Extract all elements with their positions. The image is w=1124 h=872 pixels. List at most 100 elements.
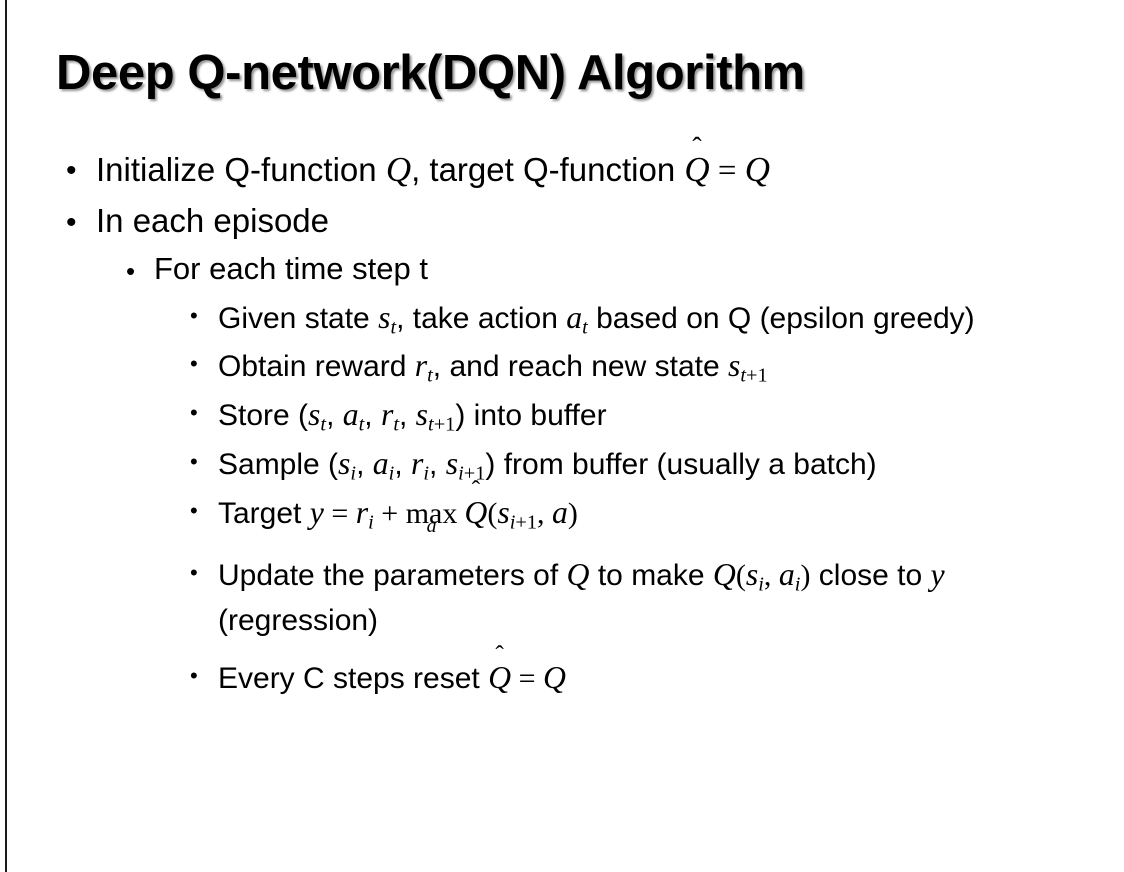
math-r: rt [380,397,399,435]
math-s-subscript: i+1 [458,463,485,485]
math-r: ri [356,495,374,533]
text-fragment: , [356,447,373,481]
bullet-marker-icon: • [66,154,77,187]
bullet-given-state-text: Given state st, take action at based on … [218,295,1124,342]
math-s-base: s [415,397,429,433]
math-a-subscript: i [794,574,801,597]
math-q: Q [566,557,590,593]
math-s-base: s [338,445,351,481]
math-s: st [308,397,326,435]
math-s-base: s [378,299,391,335]
math-s-base: s [745,557,759,593]
text-fragment: Sample ( [218,447,339,481]
bullet-marker-icon: • [190,560,198,586]
math-s-subscript: t+1 [428,414,455,436]
math-a-base: a [566,299,583,335]
bullet-marker-icon: • [190,351,198,377]
bullet-target-equation: • Target y = ri + maxâQ(si+1, a) [0,490,1124,537]
subscript-index: i [458,462,464,485]
subscript-index: i [509,511,516,534]
math-a: ai [779,557,801,595]
math-comma: , [763,559,779,593]
math-s-next: st+1 [727,348,768,386]
bullet-marker-icon: • [66,205,77,239]
text-fragment: , target Q-function [411,151,685,188]
math-s-base: s [308,397,321,433]
math-a-subscript: t [582,316,588,339]
bullet-initialize-text: Initialize Q-function Q, target Q-functi… [96,148,1124,193]
bullet-obtain-reward-text: Obtain reward rt, and reach new state st… [218,343,1124,390]
bullet-update-parameters: • Update the parameters of Q to make Q(s… [0,552,1124,643]
text-fragment: , [394,447,411,481]
math-s-next: si+1 [445,445,486,484]
subscript-index: t [428,413,434,436]
bullet-marker-icon: • [190,448,198,474]
math-s: st [378,299,396,338]
math-q-hat: ̂Q [488,655,511,702]
text-fragment: , take action [396,301,567,335]
math-a: ai [372,445,395,484]
text-fragment: close to [810,559,931,593]
subscript-offset: +1 [746,365,768,388]
text-fragment: Every C steps reset [218,662,489,696]
math-q: Q [385,150,412,189]
math-r-base: r [410,445,424,481]
subscript-offset: +1 [463,462,486,485]
math-r-subscript: i [423,462,430,485]
text-fragment: to make [589,559,713,593]
math-max-label: max [405,496,458,530]
bullet-target-text: Target y = ri + maxâQ(si+1, a) [218,490,1124,537]
bullet-marker-icon: • [190,400,198,426]
math-y: y [309,494,324,530]
text-fragment: ) into buffer [455,399,607,433]
math-q-2: Q [712,557,736,593]
math-a-base: a [342,397,359,433]
math-s: si [338,445,356,484]
bullet-reset-target: • Every C steps reset ̂Q = Q [0,655,1124,702]
math-q: Q [542,660,566,696]
subscript-index: t [740,365,747,388]
math-r-subscript: t [393,413,399,436]
text-fragment: Target [218,496,310,530]
text-fragment: , [399,399,416,433]
math-r-subscript: t [427,365,433,388]
math-a-subscript: i [388,462,395,485]
text-fragment: , [364,399,381,433]
bullet-sample-batch: • Sample (si, ai, ri, si+1) from buffer … [0,441,1124,488]
math-a-subscript: t [358,413,365,436]
math-q-2: Q [744,150,771,189]
bullet-in-each-episode: • In each episode [0,200,1124,242]
math-a-base: a [372,445,389,481]
bullet-list: • Initialize Q-function Q, target Q-func… [0,148,1124,704]
math-s: si [745,557,764,595]
math-r: ri [410,445,429,484]
math-q-hat: ̂Q [684,148,709,193]
bullet-marker-icon: • [190,497,198,523]
text-fragment: Given state [218,301,379,335]
math-r-base: r [380,397,394,433]
text-fragment: , [326,399,343,433]
slide-left-border [5,0,7,872]
text-fragment: , and reach new state [432,350,728,384]
math-s-subscript: i+1 [510,511,537,533]
math-a: at [342,397,365,435]
math-s-base: s [727,348,741,384]
text-fragment: Obtain reward [218,350,415,384]
subscript-offset: +1 [433,413,456,436]
math-r: rt [415,348,433,386]
math-comma: , [537,496,553,530]
math-equals: = [709,153,745,189]
math-s-subscript: t+1 [740,365,767,387]
text-fragment: ) from buffer (usually a batch) [485,447,877,481]
text-fragment: Store ( [218,399,309,433]
math-s-subscript: t [320,413,327,436]
math-s-base: s [445,445,459,481]
bullet-time-step-text: For each time step t [154,251,428,286]
bullet-obtain-reward: • Obtain reward rt, and reach new state … [0,343,1124,390]
math-q-hat: ̂Q [464,490,487,537]
text-fragment: (regression) [218,604,379,638]
math-q-base: Q [464,494,488,530]
bullet-store-text: Store (st, at, rt, st+1) into buffer [218,392,1124,439]
